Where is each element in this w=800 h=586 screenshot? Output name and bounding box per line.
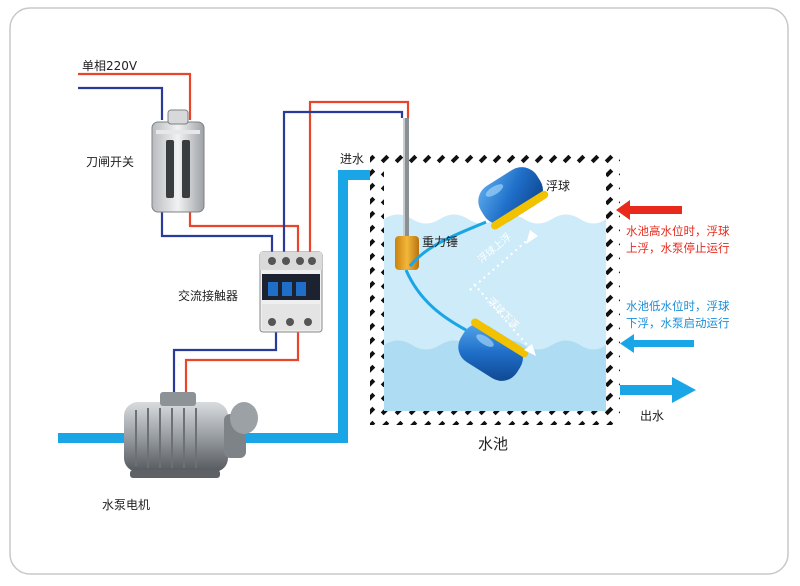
- counterweight-label: 重力锤: [422, 235, 459, 249]
- high-level-note-line1: 水池高水位时，浮球: [626, 224, 730, 238]
- contactor-label: 交流接触器: [178, 289, 239, 303]
- pipe-inlet-top: [338, 170, 372, 180]
- outlet-arrow-head: [672, 377, 696, 403]
- pump-motor-icon: [124, 392, 258, 478]
- control-wire-blue: [282, 110, 404, 252]
- live-wire-supply: [78, 72, 192, 120]
- knife-switch-icon: [151, 109, 205, 213]
- level-arrows: [616, 200, 694, 353]
- low-level-note-line2: 下浮，水泵启动运行: [626, 316, 730, 330]
- wiring: [78, 72, 410, 392]
- neutral-wire-to-pump: [172, 330, 278, 392]
- power-supply-label: 单相220V: [82, 59, 138, 73]
- tank-label: 水池: [478, 435, 509, 453]
- neutral-wire-switch-out: [160, 210, 274, 252]
- water-inlet-label: 进水: [340, 152, 365, 166]
- low-level-note-line1: 水池低水位时，浮球: [626, 299, 730, 313]
- counterweight-icon: [395, 236, 419, 270]
- outlet-pipe: [612, 385, 674, 395]
- float-ball-label: 浮球: [546, 179, 571, 193]
- pipe-riser: [338, 178, 348, 443]
- float-switch-icon: [395, 118, 549, 381]
- live-wire-switch-out: [188, 210, 300, 252]
- contactor-icon: [259, 251, 323, 333]
- neutral-wire-supply: [78, 86, 164, 120]
- live-wire-to-pump: [184, 330, 300, 392]
- knife-switch-label: 刀闸开关: [86, 155, 135, 169]
- inlet-pipe-left: [58, 433, 128, 443]
- water-outlet-label: 出水: [640, 409, 665, 423]
- control-wire-red: [308, 100, 410, 252]
- pipe-horizontal: [240, 433, 348, 443]
- pump-motor-label: 水泵电机: [102, 498, 151, 512]
- high-level-note-line2: 上浮，水泵停止运行: [626, 241, 730, 255]
